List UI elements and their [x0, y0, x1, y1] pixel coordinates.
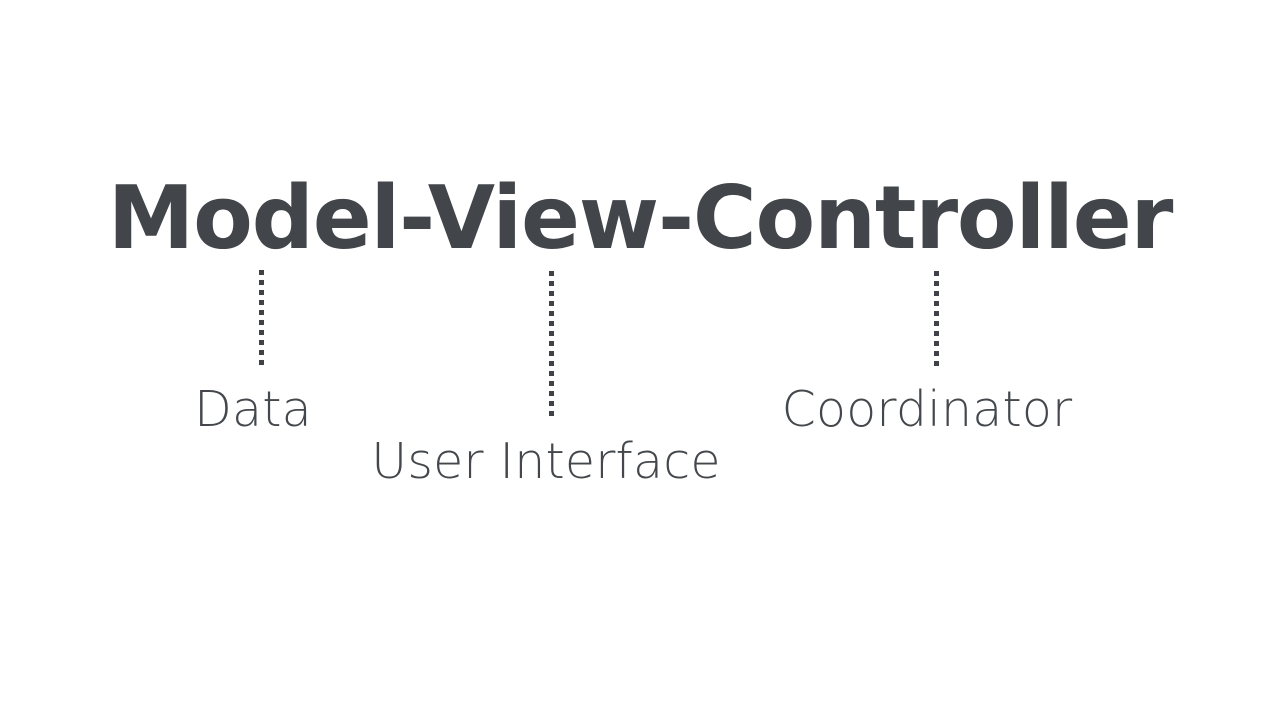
label-view-user-interface: User Interface — [371, 433, 721, 490]
label-model-data: Data — [194, 381, 312, 438]
page-title: Model-View-Controller — [107, 167, 1174, 269]
model-connector-dotted-line — [259, 270, 264, 366]
label-controller-coordinator: Coordinator — [781, 381, 1073, 438]
controller-connector-dotted-line — [934, 271, 939, 367]
view-connector-dotted-line — [549, 271, 554, 419]
